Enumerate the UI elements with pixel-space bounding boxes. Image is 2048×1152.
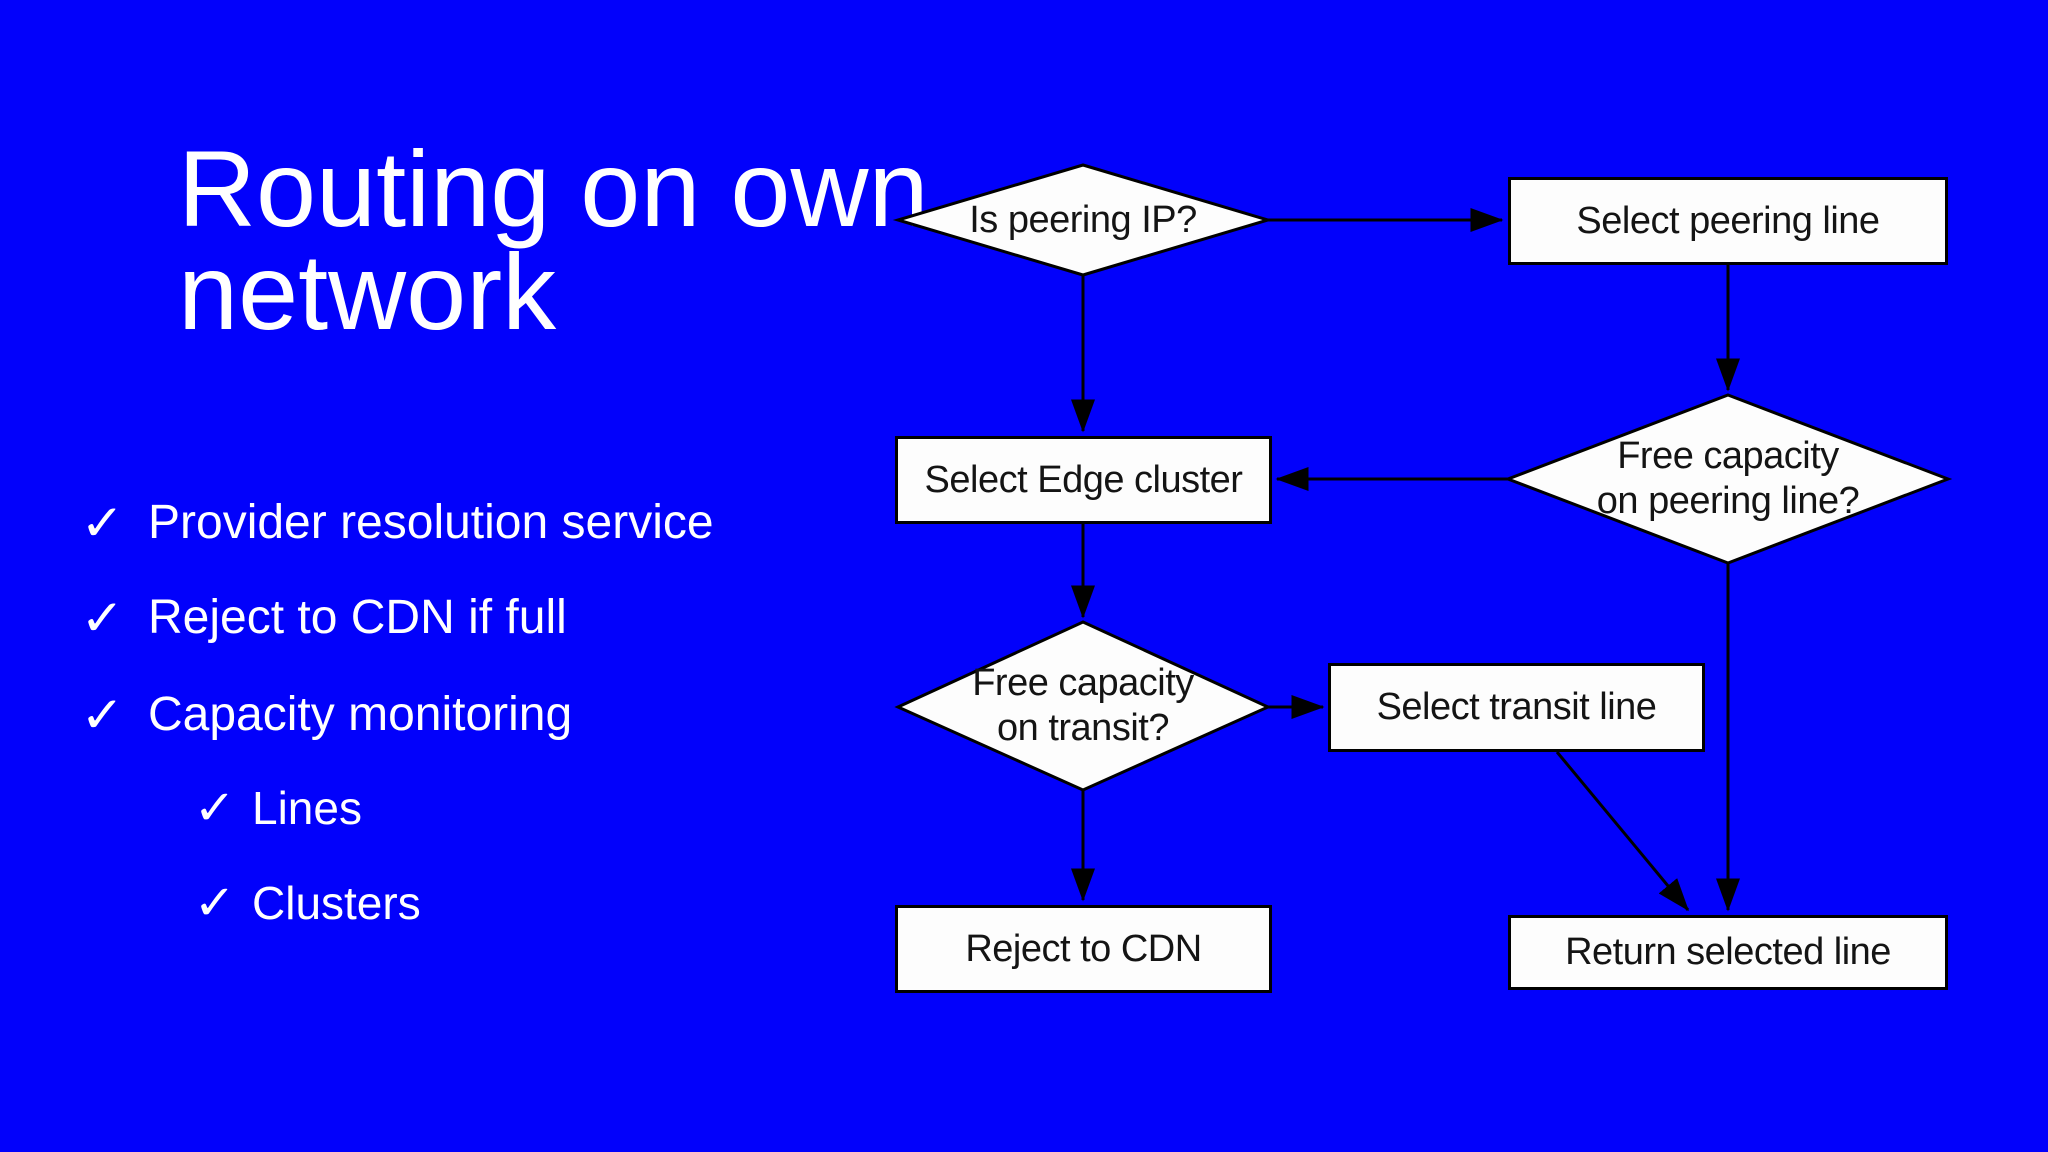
list-item-label: Reject to CDN if full — [148, 591, 567, 644]
list-item-label: Clusters — [252, 877, 421, 929]
process-label: Select transit line — [1376, 686, 1657, 728]
process-reject-to-cdn: Reject to CDN — [895, 905, 1272, 993]
process-label: Select Edge cluster — [924, 458, 1243, 501]
process-label: Return selected line — [1565, 931, 1891, 973]
page-title: Routing on own network — [178, 128, 929, 352]
list-item-label: Provider resolution service — [148, 496, 714, 549]
page-title-line2: network — [178, 230, 557, 352]
check-icon: ✓ — [193, 875, 236, 931]
process-label: Select peering line — [1576, 199, 1880, 242]
process-select-edge-cluster: Select Edge cluster — [895, 436, 1272, 524]
decision-free-capacity-peering — [1503, 393, 1953, 565]
process-label: Reject to CDN — [965, 927, 1202, 970]
process-select-peering-line: Select peering line — [1508, 177, 1948, 265]
process-return-selected-line: Return selected line — [1508, 915, 1948, 990]
check-icon: ✓ — [80, 686, 125, 744]
check-icon: ✓ — [193, 780, 236, 836]
list-item: ✓ Capacity monitoring — [80, 686, 573, 744]
check-icon: ✓ — [80, 494, 125, 552]
list-item-label: Capacity monitoring — [148, 688, 573, 741]
check-icon: ✓ — [80, 589, 125, 647]
list-item-sub: ✓ Clusters — [193, 875, 421, 931]
decision-free-capacity-transit — [894, 620, 1272, 792]
page-title-line1: Routing on own — [178, 128, 929, 249]
list-item: ✓ Reject to CDN if full — [80, 589, 567, 647]
decision-is-peering-ip — [892, 163, 1274, 277]
edge-transitline-to-return-arrow — [1555, 751, 1690, 912]
list-item: ✓ Provider resolution service — [80, 494, 714, 552]
list-item-sub: ✓ Lines — [193, 780, 362, 836]
process-select-transit-line: Select transit line — [1328, 663, 1705, 752]
list-item-label: Lines — [252, 782, 362, 834]
